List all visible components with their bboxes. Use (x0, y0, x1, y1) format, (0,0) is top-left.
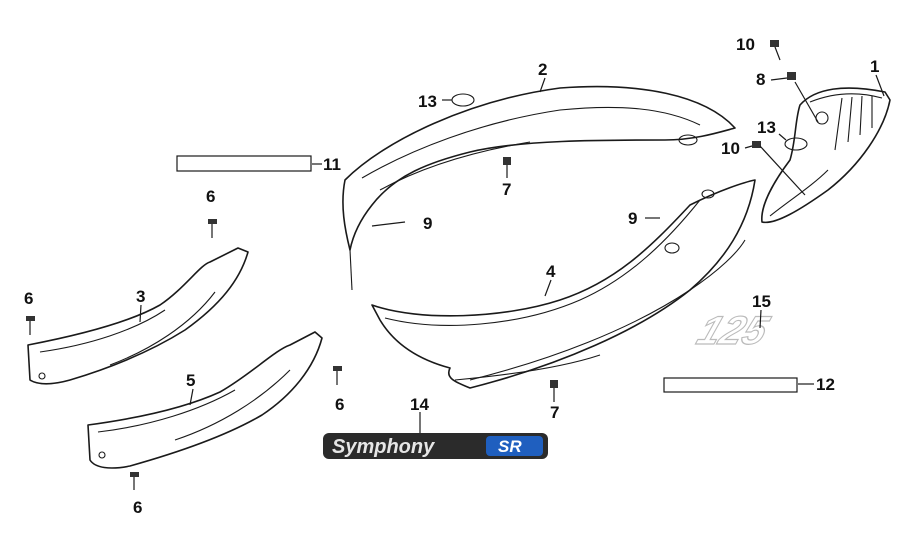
callout-6b: 6 (24, 289, 33, 308)
part-4-lower-body-cover (371, 179, 756, 389)
callout-9b: 9 (628, 209, 637, 228)
part-5-side-panel (87, 331, 323, 469)
callout-3: 3 (136, 287, 145, 306)
leader-lines (139, 74, 885, 433)
grommet-13b (784, 137, 808, 151)
callout-8: 8 (756, 70, 765, 89)
clip-7b (550, 380, 558, 388)
callout-15: 15 (752, 292, 771, 311)
callout-6a: 6 (206, 187, 215, 206)
clip-7a (503, 157, 511, 165)
callout-2: 2 (538, 60, 547, 79)
callout-7b: 7 (550, 403, 559, 422)
callout-7a: 7 (502, 180, 511, 199)
callout-13a: 13 (418, 92, 437, 111)
bolt-10a (770, 40, 781, 61)
part-2-upper-body-cover (342, 85, 736, 291)
part-3-side-panel (27, 247, 249, 385)
callout-13b: 13 (757, 118, 776, 137)
bolt-10b (752, 141, 761, 148)
screw-6b (26, 316, 35, 335)
callout-5: 5 (186, 371, 195, 390)
screw-6a (208, 219, 217, 238)
logo-text-badge: SR (498, 437, 522, 456)
callout-9a: 9 (423, 214, 432, 233)
grommet-13a (451, 93, 475, 107)
callout-11: 11 (323, 155, 341, 174)
callout-4: 4 (546, 262, 556, 281)
stripe-decal-11 (176, 155, 312, 172)
stripe-decal-12 (663, 377, 798, 393)
number-decal-15: 125 (692, 308, 776, 353)
callout-12: 12 (816, 375, 835, 394)
callout-10b: 10 (721, 139, 740, 158)
screw-6c (333, 366, 342, 385)
logo-decal-14: Symphony SR (323, 433, 548, 459)
callout-10a: 10 (736, 35, 755, 54)
callout-6d: 6 (133, 498, 142, 517)
callout-1: 1 (870, 57, 879, 76)
washer-8 (787, 72, 796, 80)
screw-6d (130, 472, 139, 490)
logo-text-main: Symphony (332, 436, 435, 458)
callout-14: 14 (410, 395, 429, 414)
callout-6c: 6 (335, 395, 344, 414)
part-1-tail-cover (761, 87, 891, 224)
